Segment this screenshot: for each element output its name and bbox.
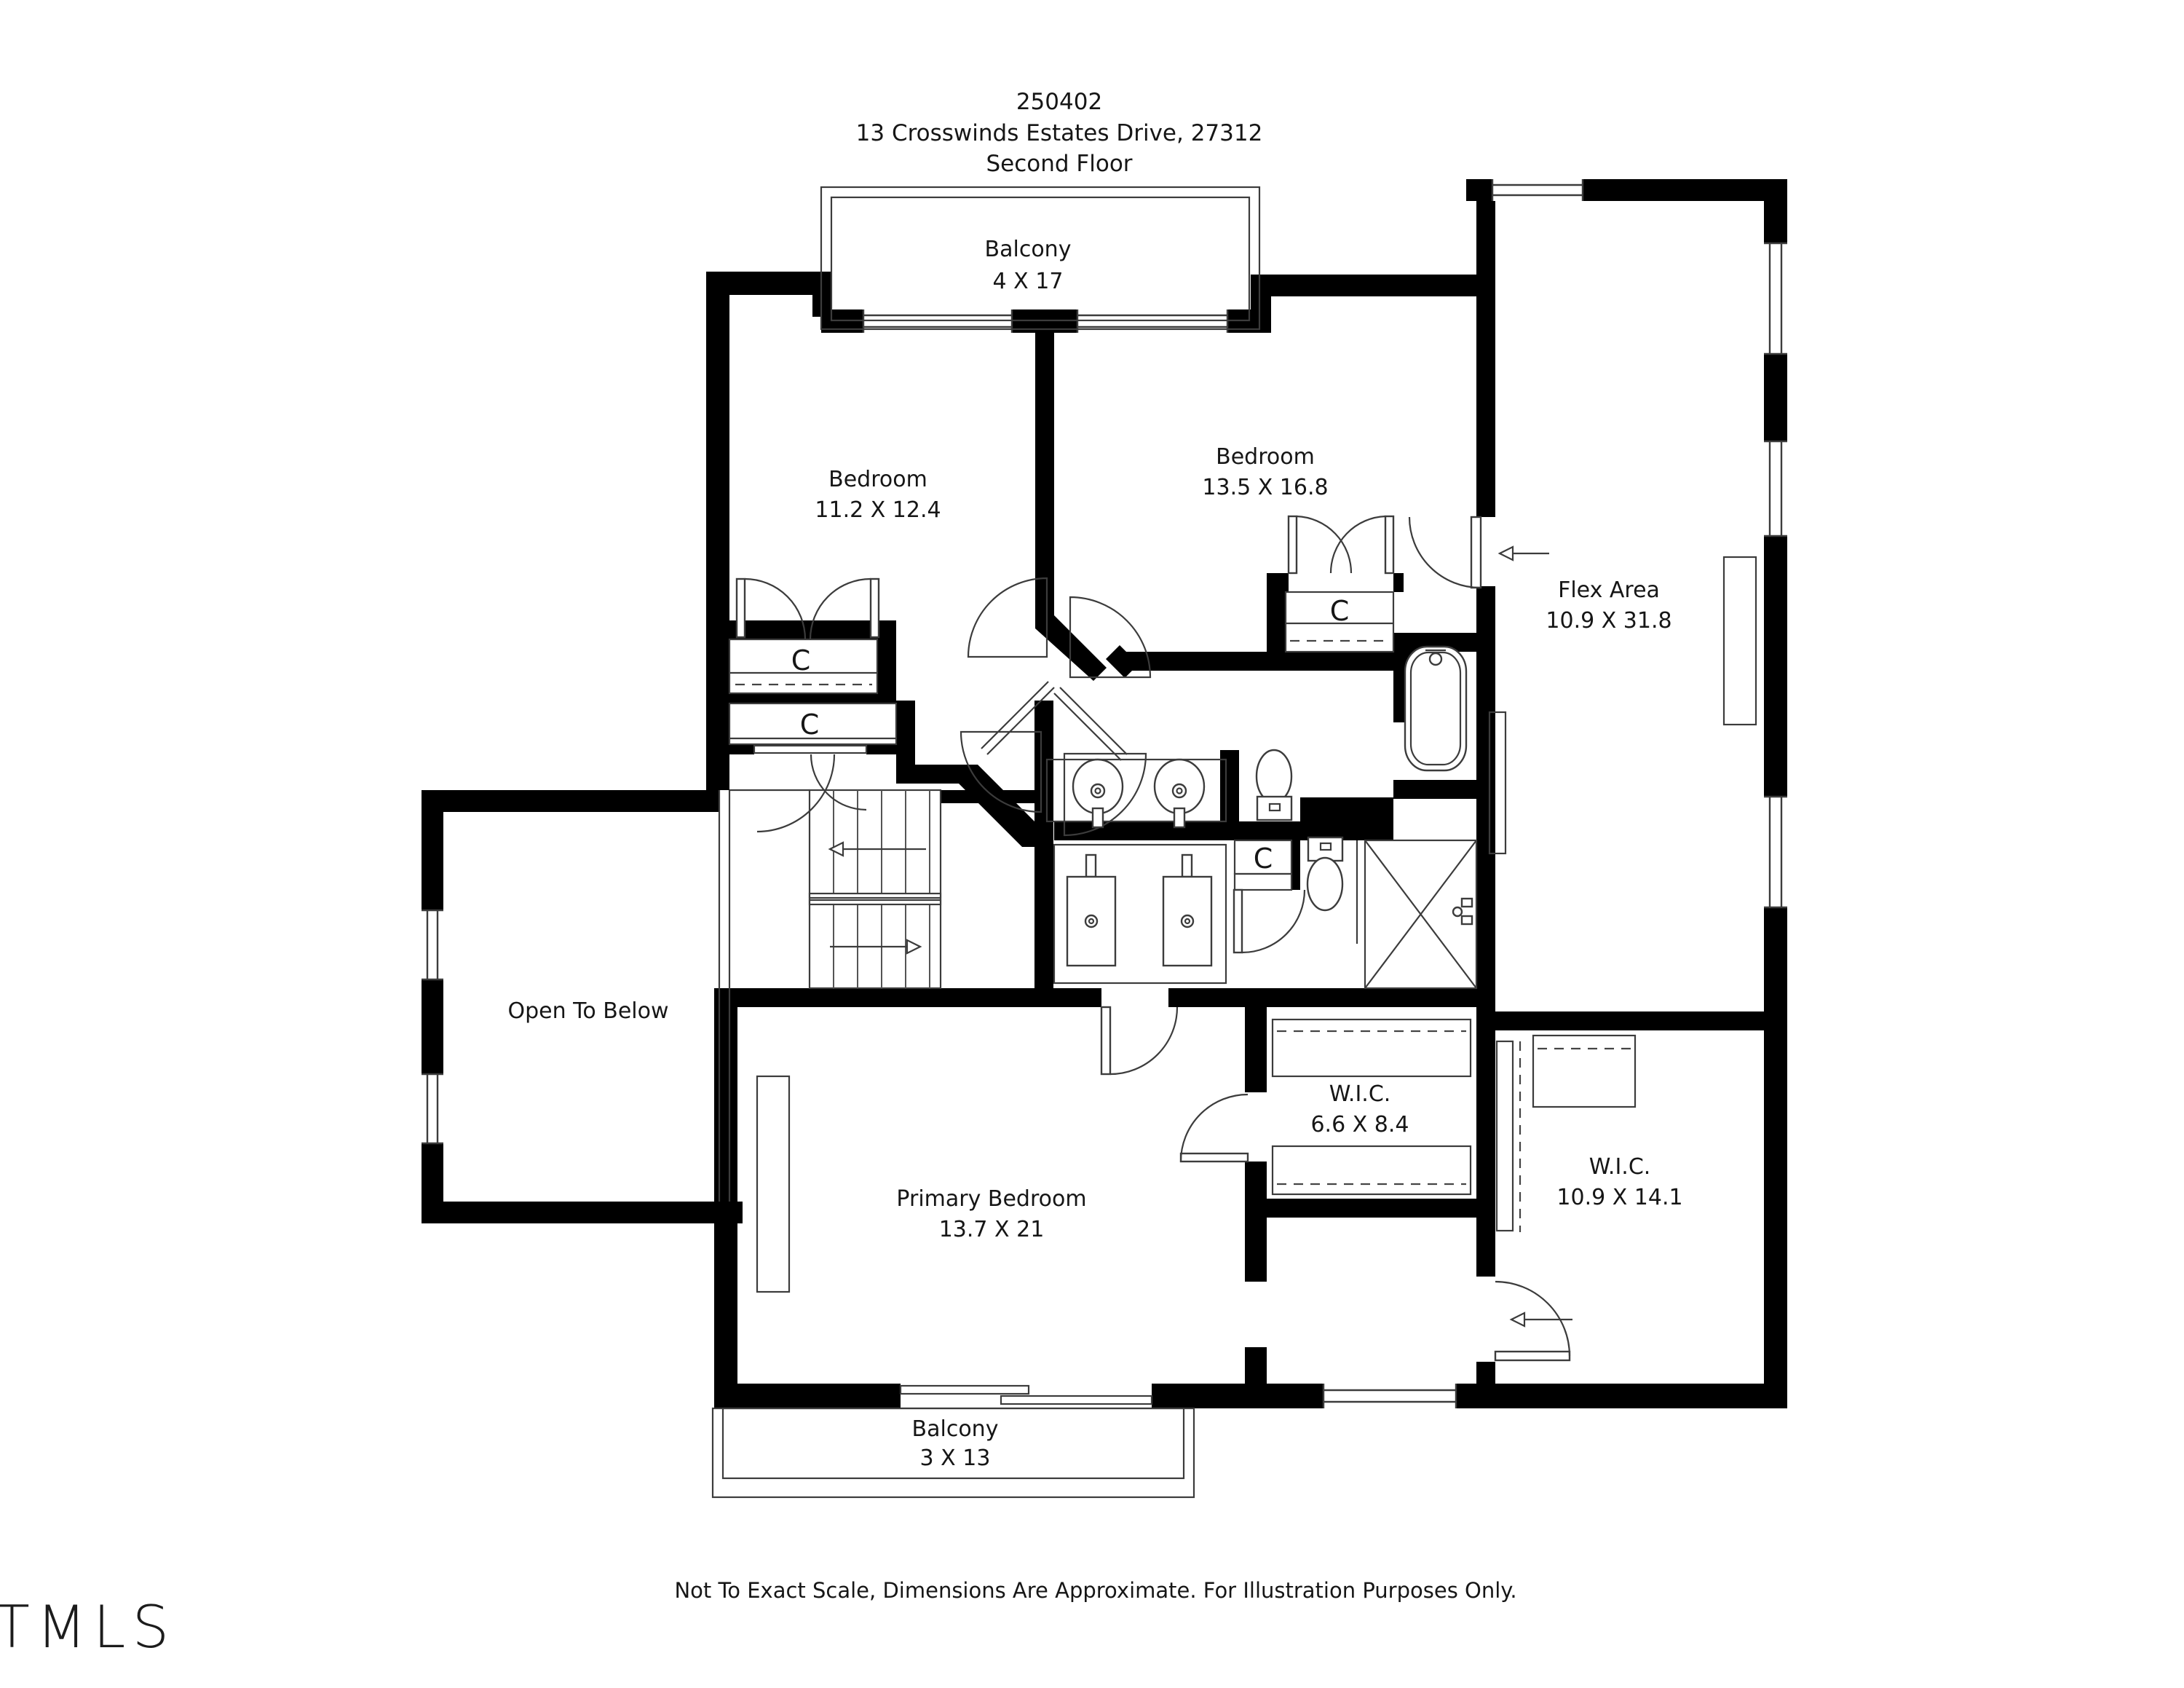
closet-label: C (1330, 595, 1350, 627)
tmls-logo: TMLS (0, 1593, 175, 1661)
entry-arrow-icon (1509, 1312, 1572, 1328)
vanity-icon (1053, 843, 1227, 985)
room-dims-bedroom1: 11.2 X 12.4 (815, 497, 941, 523)
window-icon (1764, 795, 1787, 909)
disclaimer: Not To Exact Scale, Dimensions Are Appro… (674, 1578, 1516, 1603)
closet-label: C (800, 709, 820, 741)
room-label-primary: Primary Bedroom (896, 1186, 1086, 1212)
closet-bedroom1 (728, 577, 880, 695)
flex-door (1408, 516, 1549, 589)
labels: 250402 13 Crosswinds Estates Drive, 2731… (0, 89, 1683, 1661)
vanity-icon (1045, 758, 1227, 829)
room-dims-wic-small: 6.6 X 8.4 (1310, 1112, 1409, 1137)
door-arc-icon (1179, 1093, 1249, 1163)
primary-door (1100, 1006, 1179, 1076)
plan-floor: Second Floor (986, 151, 1132, 177)
window-icon (1764, 440, 1787, 537)
stair-arrow-up-icon (828, 841, 926, 857)
room-dims-primary: 13.7 X 21 (939, 1217, 1045, 1242)
window-icon (1764, 242, 1787, 355)
room-label-bedroom1: Bedroom (828, 467, 927, 492)
stair-arrow-down-icon (830, 939, 922, 955)
room-label-wic-large: W.I.C. (1589, 1154, 1651, 1180)
entry-arrow-icon (1497, 545, 1549, 561)
closet-hall (728, 702, 898, 833)
door-arc-icon (967, 577, 1048, 658)
balcony-top (820, 186, 1261, 331)
balcony-bottom (711, 1407, 1195, 1499)
wic-large-shelving (1495, 1034, 1637, 1232)
closet-linen (1233, 839, 1293, 891)
room-dims-balcony-top: 4 X 17 (993, 269, 1064, 294)
door-arc-icon (1494, 1280, 1571, 1362)
room-dims-balcony-bottom: 3 X 13 (920, 1446, 991, 1471)
wic-small-shelving (1271, 1018, 1472, 1196)
door-arc-icon (1069, 596, 1152, 679)
shower-icon (1356, 839, 1478, 990)
door-arc-icon (960, 730, 1042, 813)
room-dims-flex: 10.9 X 31.8 (1546, 608, 1671, 634)
toilet-icon (1306, 836, 1344, 912)
wic-small-door (1179, 1093, 1249, 1163)
window-icon (422, 1073, 443, 1145)
stairs-icon (718, 789, 942, 1202)
bathtub-icon (1404, 645, 1468, 772)
window-icon (422, 909, 443, 981)
room-dims-bedroom2: 13.5 X 16.8 (1202, 475, 1328, 500)
door-arc-icon (756, 754, 867, 833)
door-arc-icon (1287, 515, 1395, 575)
door-arc-icon (1063, 752, 1147, 837)
door-arc-icon (735, 577, 880, 640)
door-arc-icon (1408, 516, 1482, 589)
hall-double-doors (960, 577, 1152, 837)
window-icon (1491, 179, 1584, 201)
closet-label: C (1254, 843, 1273, 875)
window-icon (1322, 1384, 1457, 1408)
room-label-balcony-top: Balcony (985, 237, 1072, 262)
wic-large-door (1494, 1280, 1572, 1362)
plan-id: 250402 (1016, 89, 1102, 115)
room-label-wic-small: W.I.C. (1329, 1081, 1391, 1107)
toilet-icon (1255, 749, 1293, 821)
door-arc-icon (1233, 888, 1306, 954)
room-dims-wic-large: 10.9 X 14.1 (1556, 1185, 1682, 1210)
closet-bedroom2 (1284, 515, 1395, 653)
closet-label: C (791, 644, 811, 677)
sliding-door-icon (899, 1384, 1153, 1408)
room-label-bedroom2: Bedroom (1216, 444, 1315, 470)
room-label-balcony-bottom: Balcony (912, 1416, 999, 1442)
plan-address: 13 Crosswinds Estates Drive, 27312 (856, 120, 1263, 146)
room-label-flex: Flex Area (1558, 577, 1660, 603)
built-in-shelf (756, 556, 1757, 1293)
room-label-open-below: Open To Below (507, 998, 668, 1024)
door-arc-icon (1100, 1006, 1179, 1076)
